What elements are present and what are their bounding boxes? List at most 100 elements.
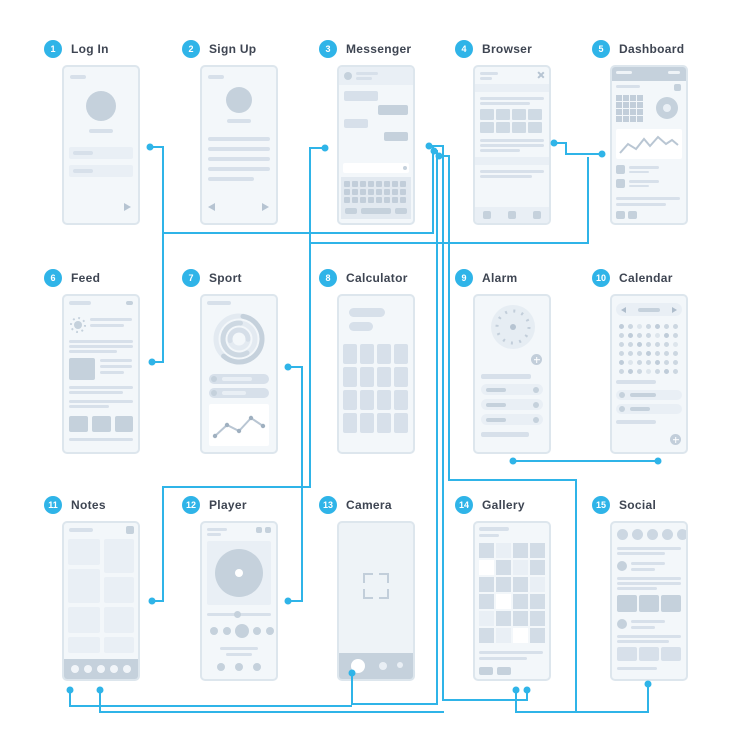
dot-cell: [619, 351, 624, 356]
wire-shape: [100, 371, 124, 374]
card-header: 5 Dashboard: [592, 40, 718, 58]
wire-shape: [207, 528, 227, 531]
dot-cell: [673, 369, 678, 374]
wire-shape: [208, 147, 270, 151]
wire-shape: [616, 165, 625, 174]
wire-shape: [207, 533, 221, 536]
card-calculator: 8 Calculator: [319, 269, 445, 454]
wire-shape: [208, 177, 254, 181]
gal-cell: [496, 611, 511, 626]
card-title: Feed: [71, 271, 101, 285]
wire-shape: [617, 640, 669, 643]
gal-cell: [479, 560, 494, 575]
phone-player: [200, 521, 278, 681]
message-input: [343, 163, 409, 173]
card-title: Social: [619, 498, 657, 512]
dash-cell: [630, 95, 636, 101]
card-gallery: 14 Gallery: [455, 496, 581, 681]
key: [344, 189, 350, 195]
shutter-button-icon: [351, 659, 365, 673]
wire-shape: [90, 324, 124, 327]
stats-grid: [616, 95, 644, 122]
wire-shape: [619, 406, 625, 412]
card-browser: 4 Browser: [455, 40, 581, 225]
add-alarm-icon: [531, 354, 542, 365]
wire-shape: [617, 577, 681, 580]
gal-cell: [513, 560, 528, 575]
post-image: [661, 595, 681, 612]
wire-shape: [480, 72, 498, 75]
dash-cell: [623, 109, 629, 115]
connector-dot: [512, 686, 520, 694]
wire-shape: [222, 377, 252, 381]
dot-cell: [655, 324, 660, 329]
wire-shape: [480, 175, 532, 178]
user-avatar-icon: [617, 619, 627, 629]
prev-arrow-icon: [621, 306, 626, 313]
wire-shape: [73, 169, 93, 173]
wire-shape: [497, 667, 511, 675]
browser-cell: [496, 122, 510, 133]
dot-cell: [628, 324, 633, 329]
input-field: [69, 165, 133, 177]
chat-bubble: [344, 119, 368, 128]
phone-calculator: [337, 294, 415, 454]
connector-dot: [66, 686, 74, 694]
gal-cell: [513, 594, 528, 609]
wire-shape: [235, 663, 243, 671]
wire-shape: [260, 423, 266, 429]
alarm-row: [481, 399, 543, 410]
phone-browser: [473, 65, 551, 225]
next-arrow-icon: [672, 306, 677, 313]
wire-shape: [379, 589, 389, 599]
calc-cell: [394, 390, 408, 410]
phone-notes: [62, 521, 140, 681]
card-header: 12 Player: [182, 496, 308, 514]
wire-shape: [631, 568, 655, 571]
wire-shape: [227, 119, 251, 123]
key: [344, 181, 350, 187]
phone-feed: [62, 294, 140, 454]
card-title: Alarm: [482, 271, 518, 285]
wire-shape: [616, 380, 656, 384]
calc-cell: [343, 344, 357, 364]
wire-shape: [253, 663, 261, 671]
phone-social: [610, 521, 688, 681]
gal-cell: [479, 628, 494, 643]
card-title: Messenger: [346, 42, 412, 56]
sun-icon: [70, 317, 86, 333]
card-title: Browser: [482, 42, 533, 56]
card-player: 12 Player: [182, 496, 308, 681]
gal-cell: [479, 594, 494, 609]
dash-cell: [623, 116, 629, 122]
calc-cell: [343, 390, 357, 410]
wire-shape: [480, 149, 520, 152]
mode-icon: [379, 662, 387, 670]
key: [376, 197, 382, 203]
note-tile: [104, 637, 134, 653]
wire-shape: [479, 651, 543, 654]
wire-shape: [616, 211, 625, 219]
wire-shape: [629, 171, 649, 173]
wire-shape: [212, 433, 218, 439]
wire-shape: [510, 324, 516, 330]
card-title: Calendar: [619, 271, 673, 285]
card-tile: [92, 416, 111, 432]
key: [360, 181, 366, 187]
gal-cell: [530, 628, 545, 643]
close-icon: [537, 71, 545, 79]
dash-cell: [623, 102, 629, 108]
wire-shape: [533, 416, 539, 423]
step-badge: 13: [319, 496, 337, 514]
connector-dot: [654, 457, 662, 465]
key: [384, 197, 390, 203]
calc-cell: [377, 413, 391, 433]
dot-cell: [664, 333, 669, 338]
next-arrow-icon: [124, 203, 131, 211]
dot-cell: [673, 324, 678, 329]
wire-shape: [69, 405, 109, 408]
wire-shape: [226, 653, 252, 656]
dash-cell: [630, 109, 636, 115]
key: [392, 181, 398, 187]
